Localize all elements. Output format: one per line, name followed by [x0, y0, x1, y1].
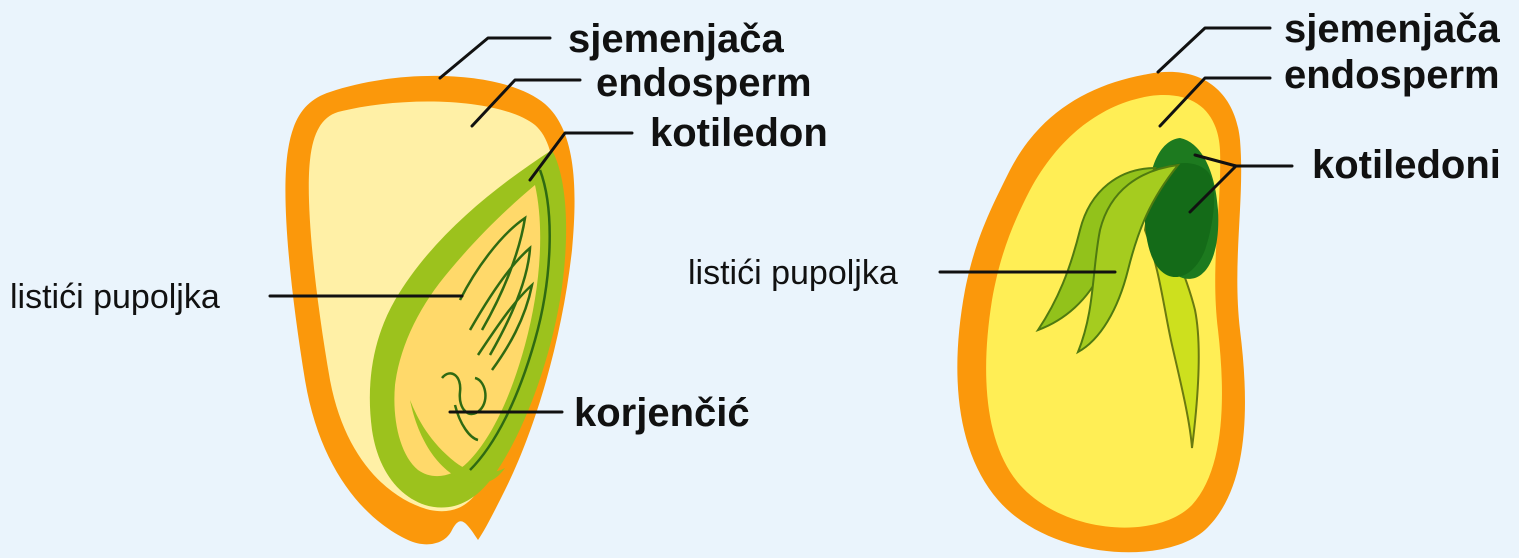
label-bean-endosperm: endosperm: [1284, 53, 1500, 97]
label-corn-cotyledon: kotiledon: [650, 111, 828, 155]
label-bean-cotyledons: kotiledoni: [1312, 143, 1501, 187]
label-corn-endosperm: endosperm: [596, 61, 812, 105]
bean-seed: [957, 72, 1245, 552]
corn-seed: [285, 76, 574, 544]
label-bean-plumule: listići pupoljka: [688, 254, 898, 292]
label-bean-seed-coat: sjemenjača: [1284, 7, 1500, 51]
label-corn-plumule: listići pupoljka: [10, 278, 220, 316]
label-corn-radicle: korjenčić: [574, 391, 750, 435]
label-corn-seed-coat: sjemenjača: [568, 17, 784, 61]
leader-corn-seed-coat: [440, 38, 550, 78]
leader-bean-seed-coat: [1158, 28, 1270, 72]
